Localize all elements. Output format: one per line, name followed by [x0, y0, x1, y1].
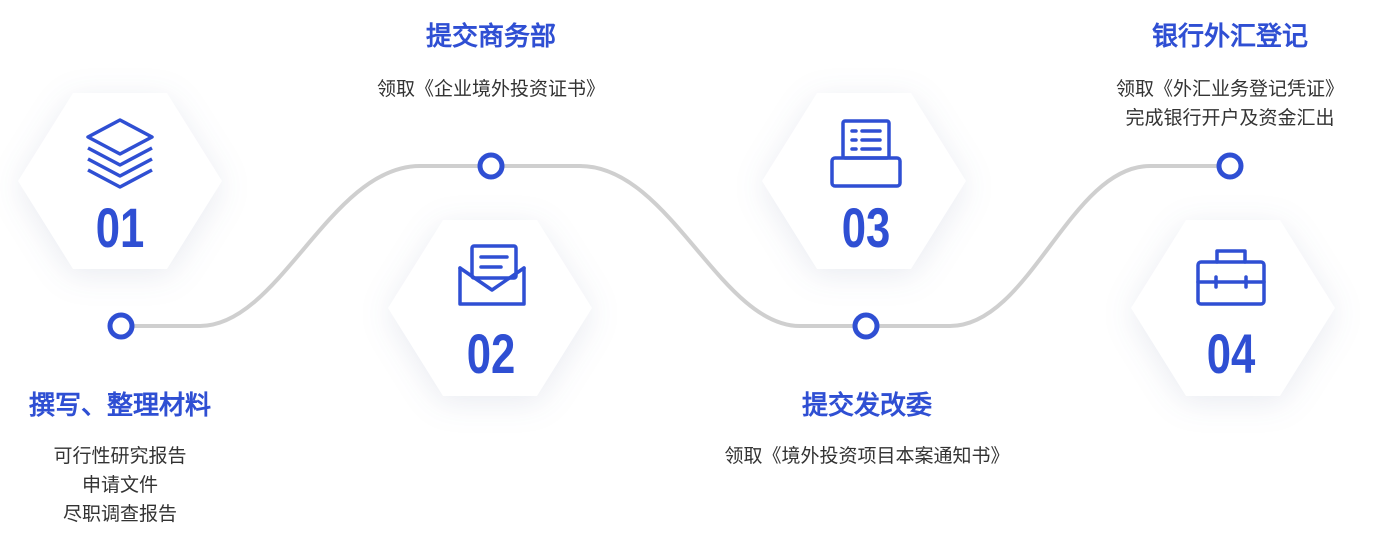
step-04-description: 领取《外汇业务登记凭证》 完成银行开户及资金汇出 — [1050, 75, 1382, 133]
step-01-desc-line: 可行性研究报告 — [53, 445, 187, 467]
step-02-milestone-dot — [477, 152, 505, 180]
step-01-description: 可行性研究报告 申请文件 尽职调查报告 — [0, 442, 300, 529]
step-02-number: 02 — [466, 322, 516, 385]
step-03-milestone-dot — [852, 312, 880, 340]
step-04-number: 04 — [1206, 322, 1256, 385]
layers-icon — [86, 118, 154, 189]
step-04-desc-line: 完成银行开户及资金汇出 — [1125, 107, 1335, 129]
step-02-title: 提交商务部 — [425, 22, 556, 52]
step-03-number: 03 — [841, 196, 891, 259]
briefcase-icon — [1196, 249, 1266, 306]
step-04-milestone-dot — [1216, 152, 1244, 180]
step-02-desc-line: 领取《企业境外投资证书》 — [376, 78, 605, 100]
envelope-icon — [458, 244, 526, 306]
step-01-desc-line: 尽职调查报告 — [62, 503, 177, 525]
step-01-milestone-dot — [107, 312, 135, 340]
step-02-hexagon — [388, 220, 592, 396]
step-03-desc-line: 领取《境外投资项目本案通知书》 — [724, 445, 1010, 467]
step-03-description: 领取《境外投资项目本案通知书》 — [687, 442, 1047, 471]
step-01-title: 撰写、整理材料 — [28, 391, 211, 421]
step-04-hexagon — [1131, 220, 1335, 396]
step-03-hexagon — [762, 93, 966, 269]
flow-connector-line — [121, 164, 1230, 328]
step-01-number: 01 — [95, 196, 145, 259]
fax-machine-icon — [830, 119, 902, 188]
step-01-desc-line: 申请文件 — [81, 474, 158, 496]
step-04-desc-line: 领取《外汇业务登记凭证》 — [1115, 78, 1344, 100]
step-03-title: 提交发改委 — [801, 391, 932, 421]
step-02-description: 领取《企业境外投资证书》 — [311, 75, 671, 104]
step-01-hexagon — [18, 93, 222, 269]
step-04-title: 银行外汇登记 — [1151, 22, 1308, 52]
